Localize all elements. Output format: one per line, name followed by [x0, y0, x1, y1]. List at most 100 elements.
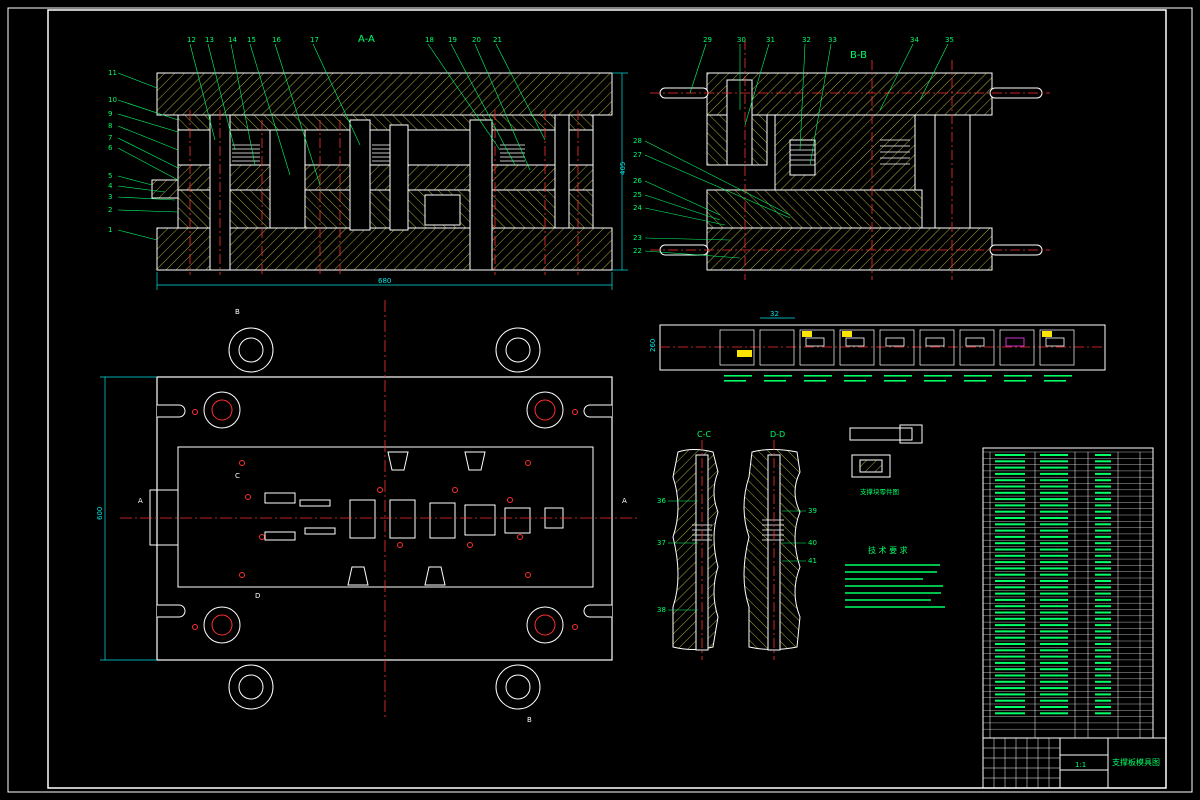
lifting-lug	[495, 664, 541, 710]
strip-width-dimension: 32	[770, 310, 779, 318]
parts-row-code	[995, 472, 1025, 475]
plan-hole	[245, 494, 251, 500]
aa-callout-12: 12	[187, 36, 196, 44]
parts-row-material	[1095, 460, 1111, 463]
strip-station	[799, 329, 835, 366]
lifting-lug-hole	[238, 337, 264, 363]
lifting-lug	[495, 327, 541, 373]
dd-callout-41: 41	[808, 557, 817, 565]
guide-bush	[526, 391, 564, 429]
parts-row-material	[1095, 687, 1111, 690]
title-drawing-name: 支撑板模具图	[1112, 757, 1160, 767]
plan-hole	[525, 460, 531, 466]
parts-row-name	[1040, 592, 1068, 595]
strip-caption-line	[884, 375, 912, 377]
lifting-lug-hole	[238, 674, 264, 700]
plan-hole	[397, 542, 403, 548]
parts-row-code	[995, 548, 1025, 551]
strip-stations	[719, 329, 1075, 366]
parts-row-material	[1095, 668, 1111, 671]
parts-row-name	[1040, 586, 1068, 589]
parts-row-code	[995, 712, 1025, 715]
parts-row-name	[1040, 472, 1068, 475]
parts-row-material	[1095, 643, 1111, 645]
parts-row-code	[995, 706, 1025, 708]
parts-row-code	[995, 542, 1025, 545]
guide-bush	[203, 391, 241, 429]
dd-callout-40: 40	[808, 539, 817, 547]
plan-hole	[239, 572, 245, 578]
parts-row-material	[1095, 491, 1111, 494]
parts-row-code	[995, 460, 1025, 463]
strip-caption-line	[924, 375, 952, 377]
strip-caption-line	[844, 375, 872, 377]
parts-row-material	[1095, 454, 1111, 456]
parts-row-name	[1040, 517, 1068, 519]
part-front-view	[851, 454, 891, 478]
aa-callout-8: 8	[108, 122, 112, 130]
strip-height-dimension: 260	[649, 339, 657, 352]
parts-row-material	[1095, 580, 1111, 582]
parts-row-name	[1040, 504, 1068, 507]
aa-callout-16: 16	[272, 36, 281, 44]
strip-station	[879, 329, 915, 366]
parts-row-name	[1040, 573, 1068, 576]
guide-bush-inner	[534, 399, 556, 421]
parts-row-material	[1095, 498, 1111, 501]
plan-punch-outline	[504, 507, 531, 534]
feeder-bar	[151, 179, 179, 199]
strip-caption-line	[964, 375, 992, 377]
plan-mark-a-left: A	[138, 497, 143, 505]
parts-row-code	[995, 535, 1025, 538]
parts-row-code	[995, 630, 1025, 633]
parts-row-code	[995, 554, 1025, 557]
parts-row-name	[1040, 554, 1068, 557]
aa-callout-19: 19	[448, 36, 457, 44]
section-aa-title: A-A	[358, 34, 375, 45]
strip-caption-line	[764, 375, 792, 377]
parts-row-name	[1040, 712, 1068, 715]
plan-punch-outline	[304, 527, 336, 535]
parts-row-code	[995, 498, 1025, 501]
centerlines-aa	[189, 110, 579, 275]
die-plate	[177, 189, 594, 229]
parts-row-material	[1095, 630, 1111, 633]
parts-row-name	[1040, 598, 1068, 601]
parts-list-table	[982, 447, 1154, 739]
plan-punch-outline	[299, 499, 331, 507]
parts-row-name	[1040, 605, 1068, 608]
bb-callout-25: 25	[633, 191, 642, 199]
parts-row-code	[995, 529, 1025, 532]
parts-row-code	[995, 466, 1025, 469]
punch-c	[349, 119, 371, 231]
aa-callout-2: 2	[108, 206, 112, 214]
parts-row-material	[1095, 529, 1111, 532]
plan-hole	[572, 624, 578, 630]
bb-callout-27: 27	[633, 151, 642, 159]
plan-hole	[525, 572, 531, 578]
strip-caption-line	[1044, 380, 1066, 382]
strip-station	[999, 329, 1035, 366]
parts-row-name	[1040, 567, 1068, 570]
parts-row-material	[1095, 504, 1111, 507]
aa-callout-11: 11	[108, 69, 117, 77]
strip-station	[759, 329, 795, 366]
cc-callout-37: 37	[657, 539, 666, 547]
aa-callout-1: 1	[108, 226, 112, 234]
strip-caption-line	[884, 380, 906, 382]
parts-row-material	[1095, 535, 1111, 538]
parts-row-code	[995, 661, 1025, 664]
parts-row-name	[1040, 561, 1068, 564]
parts-row-code	[995, 605, 1025, 608]
inner-border	[47, 9, 1167, 789]
parts-row-material	[1095, 466, 1111, 469]
lifting-lug	[228, 664, 274, 710]
strip-station	[1039, 329, 1075, 366]
strip-cut	[1045, 337, 1065, 347]
part-tip	[899, 424, 923, 444]
aa-leader-lines	[117, 43, 546, 241]
bb-mid-plate	[706, 189, 923, 229]
dd-callout-39: 39	[808, 507, 817, 515]
plan-hole	[377, 487, 383, 493]
parts-row-material	[1095, 674, 1111, 677]
